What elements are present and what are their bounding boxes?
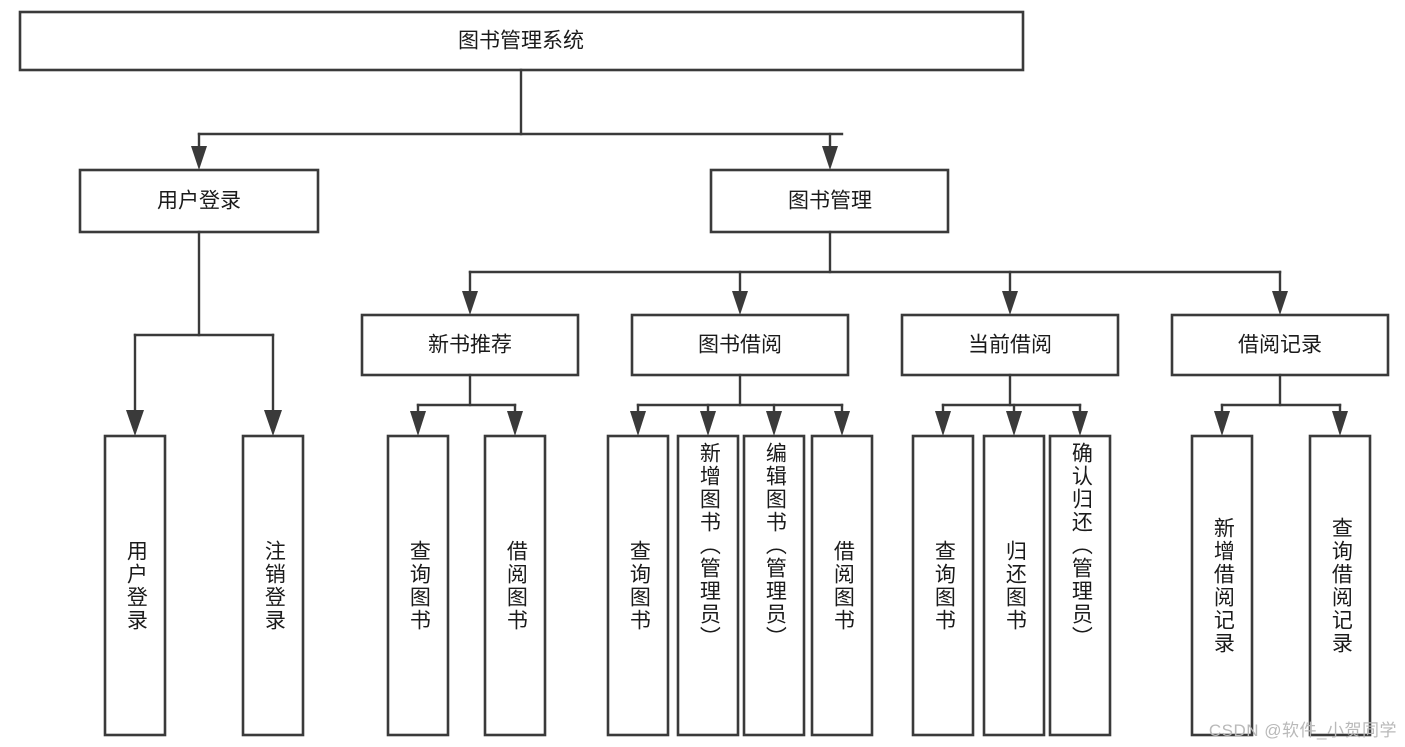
leaf-box[interactable] (810, 434, 874, 737)
leaf-box[interactable] (911, 434, 975, 737)
connector-book-borrow-to-leaves (630, 373, 850, 436)
leaf-box[interactable] (386, 434, 450, 737)
connector-new-book-recommend-to-leaves (410, 373, 523, 436)
connector-current-borrow-to-leaves (935, 373, 1088, 436)
leaf-box-group (103, 434, 1372, 737)
connector-user-login-to-leaves (126, 230, 282, 436)
leaf-box[interactable] (676, 434, 740, 737)
node-current-borrow-label: 当前借阅 (968, 334, 1052, 357)
leaf-box[interactable] (606, 434, 670, 737)
node-new-book-recommend[interactable]: 新书推荐 (360, 313, 580, 377)
node-user-login-label: 用户登录 (157, 190, 241, 213)
node-book-borrow[interactable]: 图书借阅 (630, 313, 850, 377)
node-borrow-record-label: 借阅记录 (1238, 334, 1322, 357)
node-book-borrow-label: 图书借阅 (698, 334, 782, 357)
csdn-watermark: CSDN @软件_小贺同学 (1208, 721, 1397, 740)
leaf-box[interactable] (103, 434, 167, 737)
leaf-box[interactable] (1308, 434, 1372, 737)
leaf-box[interactable] (982, 434, 1046, 737)
node-current-borrow[interactable]: 当前借阅 (900, 313, 1120, 377)
leaf-box[interactable] (483, 434, 547, 737)
connector-borrow-record-to-leaves (1214, 373, 1348, 436)
leaf-box[interactable] (1048, 434, 1112, 737)
node-new-book-recommend-label: 新书推荐 (428, 334, 512, 357)
node-borrow-record[interactable]: 借阅记录 (1170, 313, 1390, 377)
node-root-label: 图书管理系统 (458, 30, 584, 53)
connector-book-management-to-level3 (462, 230, 1288, 315)
leaf-box[interactable] (742, 434, 806, 737)
node-user-login[interactable]: 用户登录 (78, 168, 320, 234)
node-book-management-label: 图书管理 (788, 190, 872, 213)
leaf-box[interactable] (241, 434, 305, 737)
node-root[interactable]: 图书管理系统 (18, 10, 1025, 72)
node-book-management[interactable]: 图书管理 (709, 168, 950, 234)
connector-root-to-level2 (191, 68, 844, 170)
leaf-box[interactable] (1190, 434, 1254, 737)
